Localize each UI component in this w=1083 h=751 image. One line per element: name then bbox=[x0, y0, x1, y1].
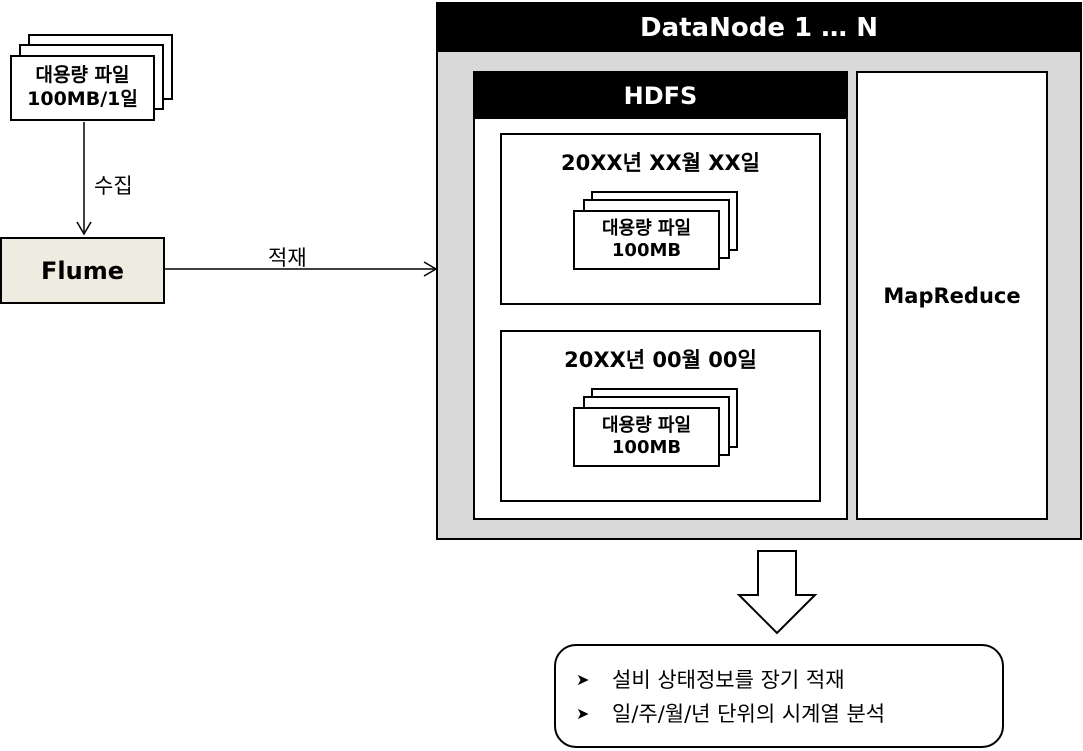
partition-file-line1: 대용량 파일 bbox=[601, 217, 692, 239]
partition-file-line1: 대용량 파일 bbox=[601, 414, 692, 436]
source-file-line1: 대용량 파일 bbox=[35, 64, 130, 87]
source-file-line2: 100MB/1일 bbox=[27, 88, 138, 110]
summary-bullet-text: 일/주/월/년 단위의 시계열 분석 bbox=[612, 702, 886, 726]
partition-file-line2: 100MB bbox=[611, 240, 682, 261]
summary-bullet-row: ➤ 일/주/월/년 단위의 시계열 분석 bbox=[576, 698, 885, 728]
partition-file-front: 대용량 파일 100MB bbox=[573, 407, 720, 467]
output-down-arrow bbox=[736, 550, 818, 635]
flume-box: Flume bbox=[0, 237, 165, 304]
partition-date: 20XX년 XX월 XX일 bbox=[561, 151, 760, 175]
summary-bullet-text: 설비 상태정보를 장기 적재 bbox=[612, 668, 845, 692]
hdfs-title: HDFS bbox=[623, 82, 698, 110]
summary-bullet-row: ➤ 설비 상태정보를 장기 적재 bbox=[576, 664, 845, 694]
partition-file-front: 대용량 파일 100MB bbox=[573, 210, 720, 270]
datanode-box: DataNode 1 … N HDFS 20XX년 XX월 XX일 대용량 파일… bbox=[436, 2, 1082, 540]
arrow-bullet-icon: ➤ bbox=[576, 669, 590, 689]
flume-label: Flume bbox=[41, 256, 124, 285]
load-label: 적재 bbox=[268, 246, 307, 270]
partition-date: 20XX년 00월 00일 bbox=[564, 348, 757, 372]
collect-arrow-head bbox=[76, 221, 92, 236]
partition-file-line2: 100MB bbox=[611, 437, 682, 458]
partition-box: 20XX년 00월 00일 대용량 파일 100MB bbox=[500, 330, 821, 502]
mapreduce-box: MapReduce bbox=[856, 71, 1048, 520]
collect-label: 수집 bbox=[94, 174, 133, 198]
summary-box: ➤ 설비 상태정보를 장기 적재 ➤ 일/주/월/년 단위의 시계열 분석 bbox=[554, 644, 1004, 748]
hdfs-header: HDFS bbox=[475, 73, 846, 119]
mapreduce-label: MapReduce bbox=[883, 283, 1021, 308]
partition-box: 20XX년 XX월 XX일 대용량 파일 100MB bbox=[500, 133, 821, 305]
source-file-front: 대용량 파일 100MB/1일 bbox=[10, 55, 155, 121]
hdfs-box: HDFS 20XX년 XX월 XX일 대용량 파일 100MB 20XX년 00… bbox=[473, 71, 848, 520]
arrow-bullet-icon: ➤ bbox=[576, 703, 590, 723]
datanode-title: DataNode 1 … N bbox=[640, 13, 878, 43]
datanode-header: DataNode 1 … N bbox=[438, 4, 1080, 52]
